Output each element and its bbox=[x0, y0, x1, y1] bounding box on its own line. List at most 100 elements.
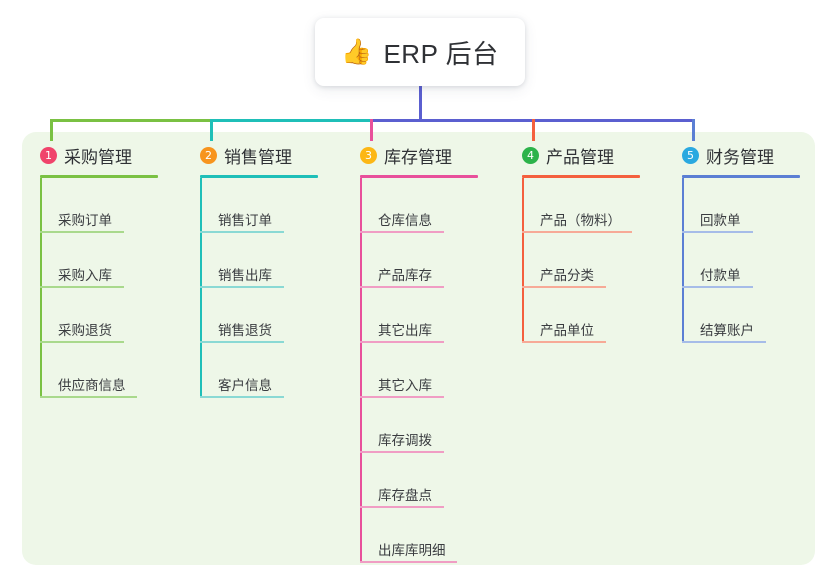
branch-item[interactable]: 供应商信息 bbox=[40, 343, 158, 398]
branch-index-badge: 2 bbox=[200, 147, 217, 164]
branch-header-underline bbox=[360, 175, 478, 178]
branch-item-underline bbox=[200, 231, 284, 233]
branch-item[interactable]: 产品单位 bbox=[522, 288, 640, 343]
branch-item-underline bbox=[200, 286, 284, 288]
root-node-title: ERP 后台 bbox=[383, 38, 499, 69]
branch-item[interactable]: 产品分类 bbox=[522, 233, 640, 288]
branch-item[interactable]: 客户信息 bbox=[200, 343, 318, 398]
branch-item-label: 产品（物料） bbox=[540, 213, 621, 228]
branch-item-underline bbox=[40, 341, 124, 343]
branch-item-inner: 回款单 bbox=[682, 213, 741, 233]
branch-item[interactable]: 其它出库 bbox=[360, 288, 478, 343]
branch-item-underline bbox=[360, 341, 444, 343]
branch-item-label: 其它出库 bbox=[378, 323, 432, 338]
branch-item[interactable]: 产品库存 bbox=[360, 233, 478, 288]
branch-item-inner: 库存盘点 bbox=[360, 488, 432, 508]
branch-item-underline bbox=[200, 341, 284, 343]
branch-item-underline bbox=[360, 506, 444, 508]
branch-item-list: 销售订单销售出库销售退货客户信息 bbox=[200, 178, 318, 398]
branch-item-label: 采购订单 bbox=[58, 213, 112, 228]
branch-item-inner: 销售订单 bbox=[200, 213, 272, 233]
branch-item[interactable]: 销售退货 bbox=[200, 288, 318, 343]
branch-item-underline bbox=[360, 286, 444, 288]
branch-item-inner: 付款单 bbox=[682, 268, 741, 288]
branch-item-inner: 产品单位 bbox=[522, 323, 594, 343]
branch-item[interactable]: 结算账户 bbox=[682, 288, 800, 343]
branch-item[interactable]: 采购入库 bbox=[40, 233, 158, 288]
branch-drop-connector-3 bbox=[370, 119, 373, 141]
branch-title: 采购管理 bbox=[64, 148, 132, 167]
branch-item-inner: 出库库明细 bbox=[360, 543, 446, 563]
branch-header-1[interactable]: 1 采购管理 bbox=[40, 143, 158, 168]
branch-header-2[interactable]: 2 销售管理 bbox=[200, 143, 318, 168]
branch-header-underline bbox=[682, 175, 800, 178]
branch-item-underline bbox=[360, 231, 444, 233]
branch-item-label: 供应商信息 bbox=[58, 378, 126, 393]
branch-item-label: 销售订单 bbox=[218, 213, 272, 228]
branch-spine bbox=[522, 178, 524, 343]
branch-item-underline bbox=[200, 396, 284, 398]
branch-spine bbox=[200, 178, 202, 398]
branch-title: 销售管理 bbox=[224, 148, 292, 167]
branch-item-underline bbox=[40, 396, 137, 398]
branch-item-label: 付款单 bbox=[700, 268, 741, 283]
branch-item[interactable]: 销售订单 bbox=[200, 178, 318, 233]
branch-item-list: 采购订单采购入库采购退货供应商信息 bbox=[40, 178, 158, 398]
branch-column-1: 1 采购管理采购订单采购入库采购退货供应商信息 bbox=[40, 143, 158, 398]
branch-item[interactable]: 出库库明细 bbox=[360, 508, 478, 563]
branch-item-inner: 其它出库 bbox=[360, 323, 432, 343]
branch-item[interactable]: 其它入库 bbox=[360, 343, 478, 398]
branch-item-label: 库存盘点 bbox=[378, 488, 432, 503]
branch-item[interactable]: 采购订单 bbox=[40, 178, 158, 233]
branch-item-underline bbox=[522, 286, 606, 288]
branch-spine bbox=[360, 178, 362, 563]
branch-item-inner: 其它入库 bbox=[360, 378, 432, 398]
branch-item-inner: 采购订单 bbox=[40, 213, 112, 233]
root-node-erp-backend[interactable]: 👍 ERP 后台 bbox=[315, 18, 525, 86]
branch-header-underline bbox=[522, 175, 640, 178]
branch-item[interactable]: 库存调拨 bbox=[360, 398, 478, 453]
branch-item[interactable]: 回款单 bbox=[682, 178, 800, 233]
branch-header-underline bbox=[200, 175, 318, 178]
branch-item-inner: 产品库存 bbox=[360, 268, 432, 288]
branch-item-inner: 客户信息 bbox=[200, 378, 272, 398]
bus-segment-2 bbox=[210, 119, 370, 122]
branch-index-badge: 3 bbox=[360, 147, 377, 164]
branch-item-underline bbox=[682, 286, 753, 288]
branch-item-underline bbox=[40, 231, 124, 233]
branch-item-label: 采购入库 bbox=[58, 268, 112, 283]
branch-item-inner: 产品分类 bbox=[522, 268, 594, 288]
branch-item[interactable]: 付款单 bbox=[682, 233, 800, 288]
branch-item-inner: 仓库信息 bbox=[360, 213, 432, 233]
branch-item-label: 出库库明细 bbox=[378, 543, 446, 558]
branch-spine bbox=[682, 178, 684, 343]
branch-index-badge: 1 bbox=[40, 147, 57, 164]
branch-item-inner: 销售出库 bbox=[200, 268, 272, 288]
branch-drop-connector-2 bbox=[210, 119, 213, 141]
branch-item-underline bbox=[522, 231, 632, 233]
bus-segment-4 bbox=[532, 119, 695, 122]
branch-item-underline bbox=[522, 341, 606, 343]
branch-item-label: 客户信息 bbox=[218, 378, 272, 393]
branch-item-label: 结算账户 bbox=[700, 323, 754, 338]
branch-item[interactable]: 仓库信息 bbox=[360, 178, 478, 233]
branch-header-underline bbox=[40, 175, 158, 178]
branch-item-list: 仓库信息产品库存其它出库其它入库库存调拨库存盘点出库库明细 bbox=[360, 178, 478, 563]
branch-item[interactable]: 销售出库 bbox=[200, 233, 318, 288]
branch-drop-connector-1 bbox=[50, 119, 53, 141]
branch-item[interactable]: 产品（物料） bbox=[522, 178, 640, 233]
branch-item[interactable]: 库存盘点 bbox=[360, 453, 478, 508]
branch-drop-connector-5 bbox=[692, 119, 695, 141]
branch-item-label: 销售出库 bbox=[218, 268, 272, 283]
branch-item-inner: 销售退货 bbox=[200, 323, 272, 343]
branch-item-underline bbox=[360, 561, 457, 563]
bus-segment-1 bbox=[50, 119, 210, 122]
root-stem-connector bbox=[419, 86, 422, 122]
branch-item[interactable]: 采购退货 bbox=[40, 288, 158, 343]
